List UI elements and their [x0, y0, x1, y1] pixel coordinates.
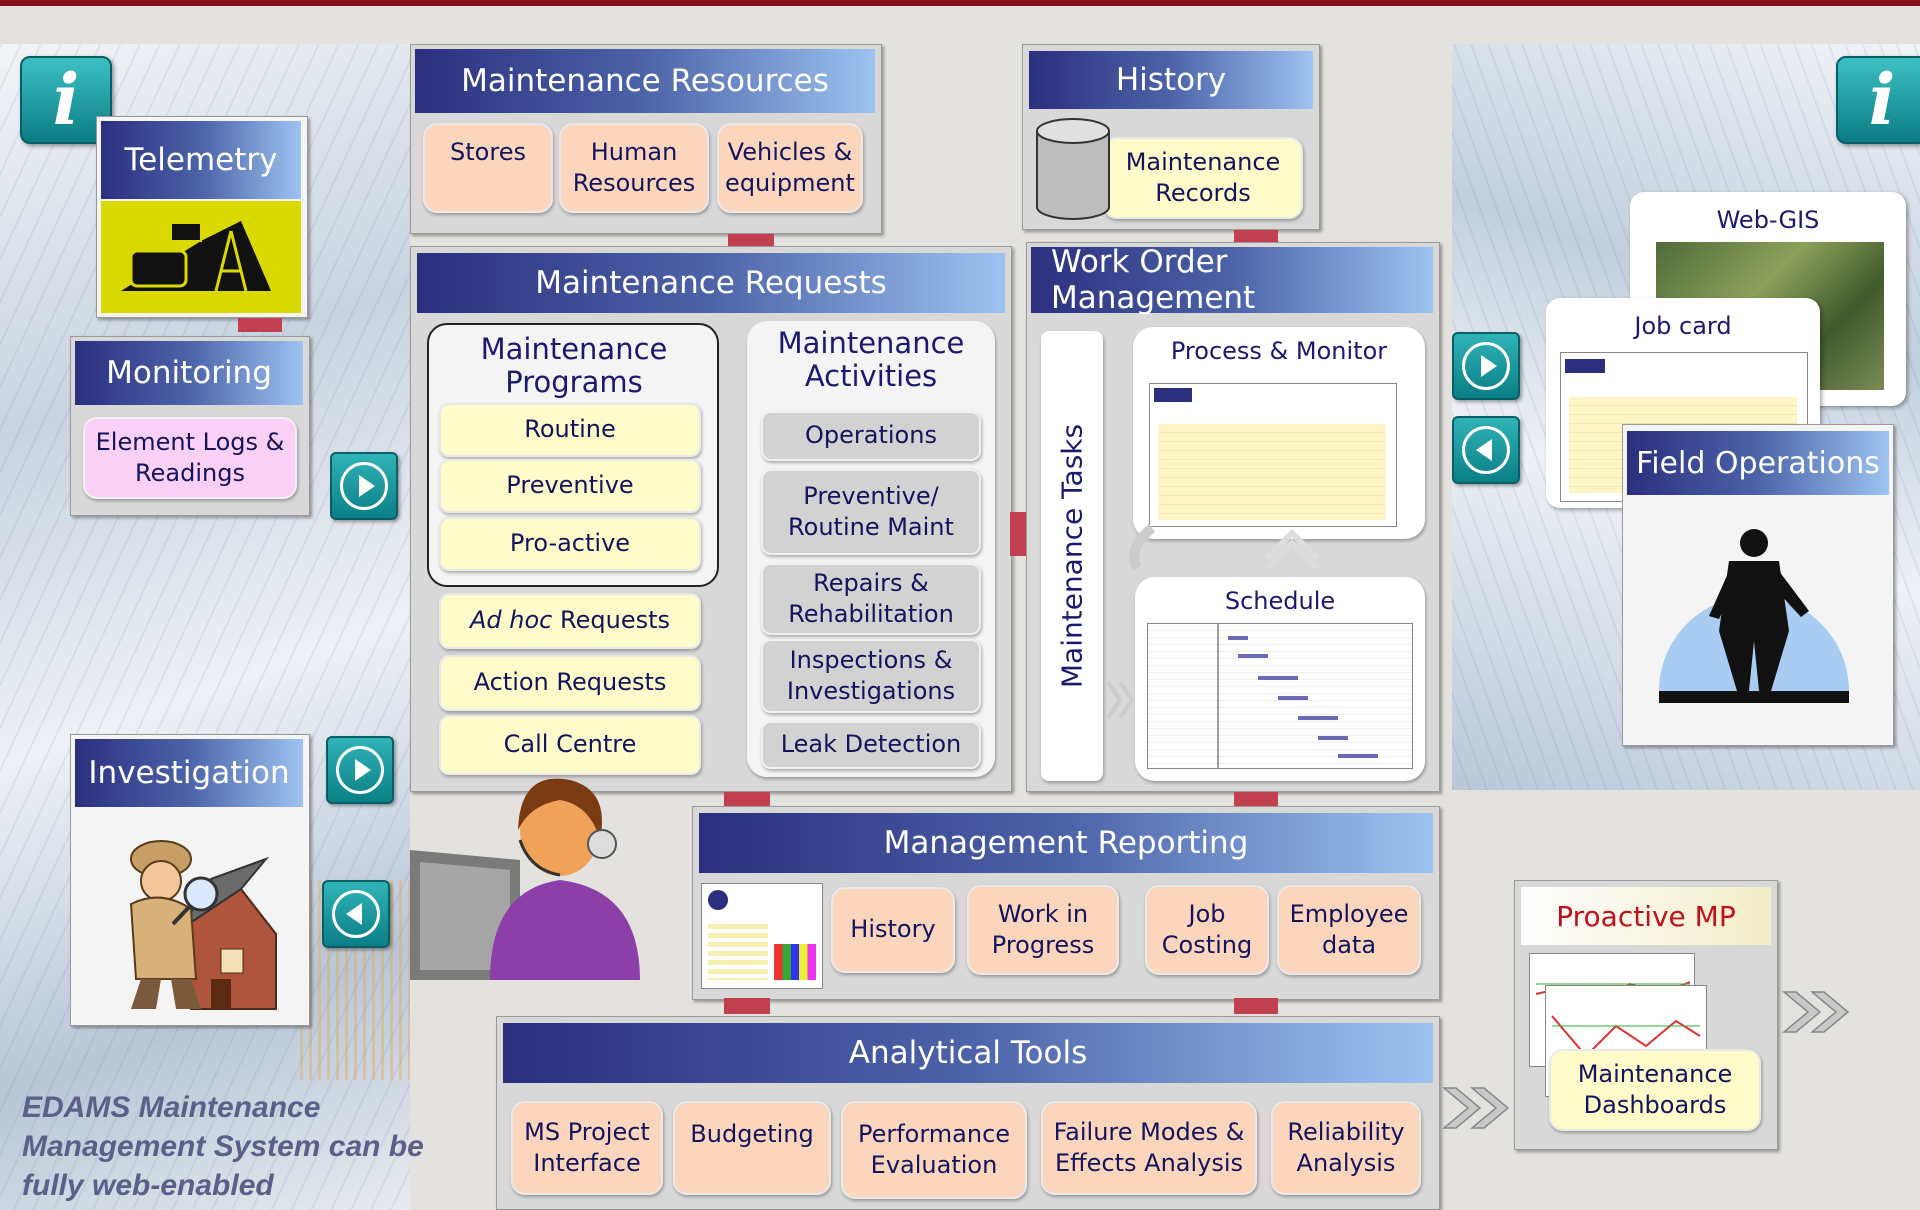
- connector: [1234, 998, 1278, 1014]
- history-title: History: [1029, 51, 1313, 109]
- forward-arrow-icon: [354, 759, 371, 781]
- double-chevron-icon: [1440, 1084, 1514, 1136]
- field-worker-icon: [1659, 521, 1849, 717]
- maintenance-resources-title: Maintenance Resources: [415, 49, 875, 113]
- investigation-title: Investigation: [75, 739, 303, 807]
- detective-icon: [101, 819, 281, 1015]
- connector: [238, 318, 282, 332]
- work-order-management-panel[interactable]: Work Order Management Maintenance Tasks …: [1026, 242, 1440, 792]
- call-centre-agent-icon: [410, 770, 660, 980]
- back-arrow-icon: [345, 903, 362, 925]
- forward-button-monitoring[interactable]: [330, 452, 398, 520]
- maintenance-requests-title: Maintenance Requests: [417, 253, 1005, 313]
- connector: [724, 998, 770, 1014]
- maintenance-tasks-column: Maintenance Tasks: [1041, 331, 1103, 781]
- info-button-right[interactable]: i: [1836, 56, 1920, 144]
- history-panel[interactable]: History Maintenance Records: [1022, 44, 1320, 230]
- maintenance-resources-panel[interactable]: Maintenance Resources Stores Human Resou…: [410, 44, 882, 234]
- proactive-mp-header: Proactive MP: [1521, 887, 1771, 945]
- analytical-tools-title: Analytical Tools: [503, 1023, 1433, 1083]
- maintenance-programs-title: Maintenance Programs: [480, 332, 668, 400]
- ad-hoc-label: Ad hoc: [470, 606, 553, 635]
- investigation-panel[interactable]: Investigation: [70, 734, 310, 1026]
- back-button-investigation[interactable]: [322, 880, 390, 948]
- connector: [724, 792, 770, 806]
- double-chevron-icon: [1106, 680, 1136, 724]
- preventive-box[interactable]: Preventive: [439, 459, 701, 513]
- forward-button-field[interactable]: [1452, 332, 1520, 400]
- forward-button-investigation[interactable]: [326, 736, 394, 804]
- requests-label: Requests: [552, 606, 670, 635]
- info-icon: i: [52, 58, 80, 141]
- proactive-mp-title: Proactive MP: [1556, 899, 1736, 933]
- telemetry-title: Telemetry: [101, 121, 301, 199]
- schedule-gantt-thumbnail: [1147, 623, 1413, 769]
- connector: [1234, 230, 1278, 242]
- performance-evaluation-box[interactable]: Performance Evaluation: [841, 1101, 1027, 1199]
- process-monitor-card[interactable]: Process & Monitor: [1133, 327, 1425, 539]
- routine-box[interactable]: Routine: [439, 403, 701, 457]
- ad-hoc-requests-box[interactable]: Ad hoc Requests: [439, 593, 701, 649]
- ms-project-interface-box[interactable]: MS Project Interface: [511, 1101, 663, 1195]
- maintenance-dashboards-box[interactable]: Maintenance Dashboards: [1549, 1049, 1761, 1131]
- monitoring-panel[interactable]: Monitoring Element Logs & Readings: [70, 336, 310, 516]
- reliability-analysis-box[interactable]: Reliability Analysis: [1271, 1101, 1421, 1195]
- report-thumbnail: [701, 883, 823, 989]
- job-costing-box[interactable]: Job Costing: [1145, 885, 1269, 975]
- forward-arrow-icon: [1480, 355, 1497, 377]
- process-monitor-title: Process & Monitor: [1170, 337, 1388, 365]
- operations-box[interactable]: Operations: [761, 411, 981, 461]
- management-reporting-title: Management Reporting: [699, 813, 1433, 873]
- work-in-progress-box[interactable]: Work in Progress: [967, 885, 1119, 975]
- inspections-investigations-box[interactable]: Inspections & Investigations: [761, 639, 981, 713]
- element-logs-box[interactable]: Element Logs & Readings: [83, 417, 297, 499]
- telemetry-panel[interactable]: Telemetry: [96, 116, 308, 318]
- budgeting-box[interactable]: Budgeting: [673, 1101, 831, 1195]
- top-border: [0, 0, 1920, 6]
- maintenance-requests-panel[interactable]: Maintenance Requests Maintenance Program…: [410, 246, 1012, 792]
- repairs-rehabilitation-box[interactable]: Repairs & Rehabilitation: [761, 563, 981, 635]
- connector: [1010, 512, 1026, 556]
- analytical-tools-panel[interactable]: Analytical Tools MS Project Interface Bu…: [496, 1016, 1440, 1210]
- monitoring-title: Monitoring: [75, 341, 303, 405]
- vehicles-equipment-box[interactable]: Vehicles & equipment: [717, 123, 863, 213]
- forward-arrow-icon: [358, 475, 375, 497]
- back-button-field[interactable]: [1452, 416, 1520, 484]
- cycle-arrows-icon: [1117, 513, 1327, 573]
- employee-data-box[interactable]: Employee data: [1277, 885, 1421, 975]
- human-resources-box[interactable]: Human Resources: [559, 123, 709, 213]
- schedule-card[interactable]: Schedule: [1135, 577, 1425, 781]
- connector: [728, 234, 774, 246]
- pro-active-box[interactable]: Pro-active: [439, 517, 701, 571]
- web-enabled-note: EDAMS Maintenance Management System can …: [22, 1091, 424, 1202]
- back-arrow-icon: [1475, 439, 1492, 461]
- field-operations-title: Field Operations: [1627, 431, 1889, 495]
- schedule-title: Schedule: [1224, 587, 1336, 615]
- info-button-left[interactable]: i: [20, 56, 112, 144]
- telemetry-icon: [101, 201, 301, 313]
- action-requests-box[interactable]: Action Requests: [439, 655, 701, 711]
- proactive-mp-panel[interactable]: Proactive MP Maintenance Dashboards: [1514, 880, 1778, 1150]
- field-operations-panel[interactable]: Field Operations: [1622, 424, 1894, 746]
- leak-detection-box[interactable]: Leak Detection: [761, 721, 981, 769]
- preventive-routine-maint-box[interactable]: Preventive/ Routine Maint: [761, 469, 981, 555]
- web-gis-title: Web-GIS: [1716, 206, 1820, 234]
- history-report-box[interactable]: History: [831, 887, 955, 973]
- database-icon: [1033, 117, 1113, 221]
- maintenance-tasks-label: Maintenance Tasks: [1055, 423, 1089, 689]
- call-centre-box[interactable]: Call Centre: [439, 715, 701, 775]
- management-reporting-panel[interactable]: Management Reporting History Work in Pro…: [692, 806, 1440, 1000]
- stores-box[interactable]: Stores: [423, 123, 553, 213]
- connector: [1234, 792, 1278, 806]
- work-order-management-title: Work Order Management: [1031, 244, 1433, 316]
- double-chevron-icon: [1780, 988, 1854, 1040]
- maintenance-activities-title: Maintenance Activities: [777, 326, 965, 394]
- failure-modes-effects-analysis-box[interactable]: Failure Modes & Effects Analysis: [1041, 1101, 1257, 1195]
- job-card-title: Job card: [1634, 312, 1732, 340]
- maintenance-records-box[interactable]: Maintenance Records: [1103, 137, 1303, 219]
- info-icon: i: [1868, 58, 1896, 141]
- process-monitor-thumbnail: [1149, 383, 1397, 527]
